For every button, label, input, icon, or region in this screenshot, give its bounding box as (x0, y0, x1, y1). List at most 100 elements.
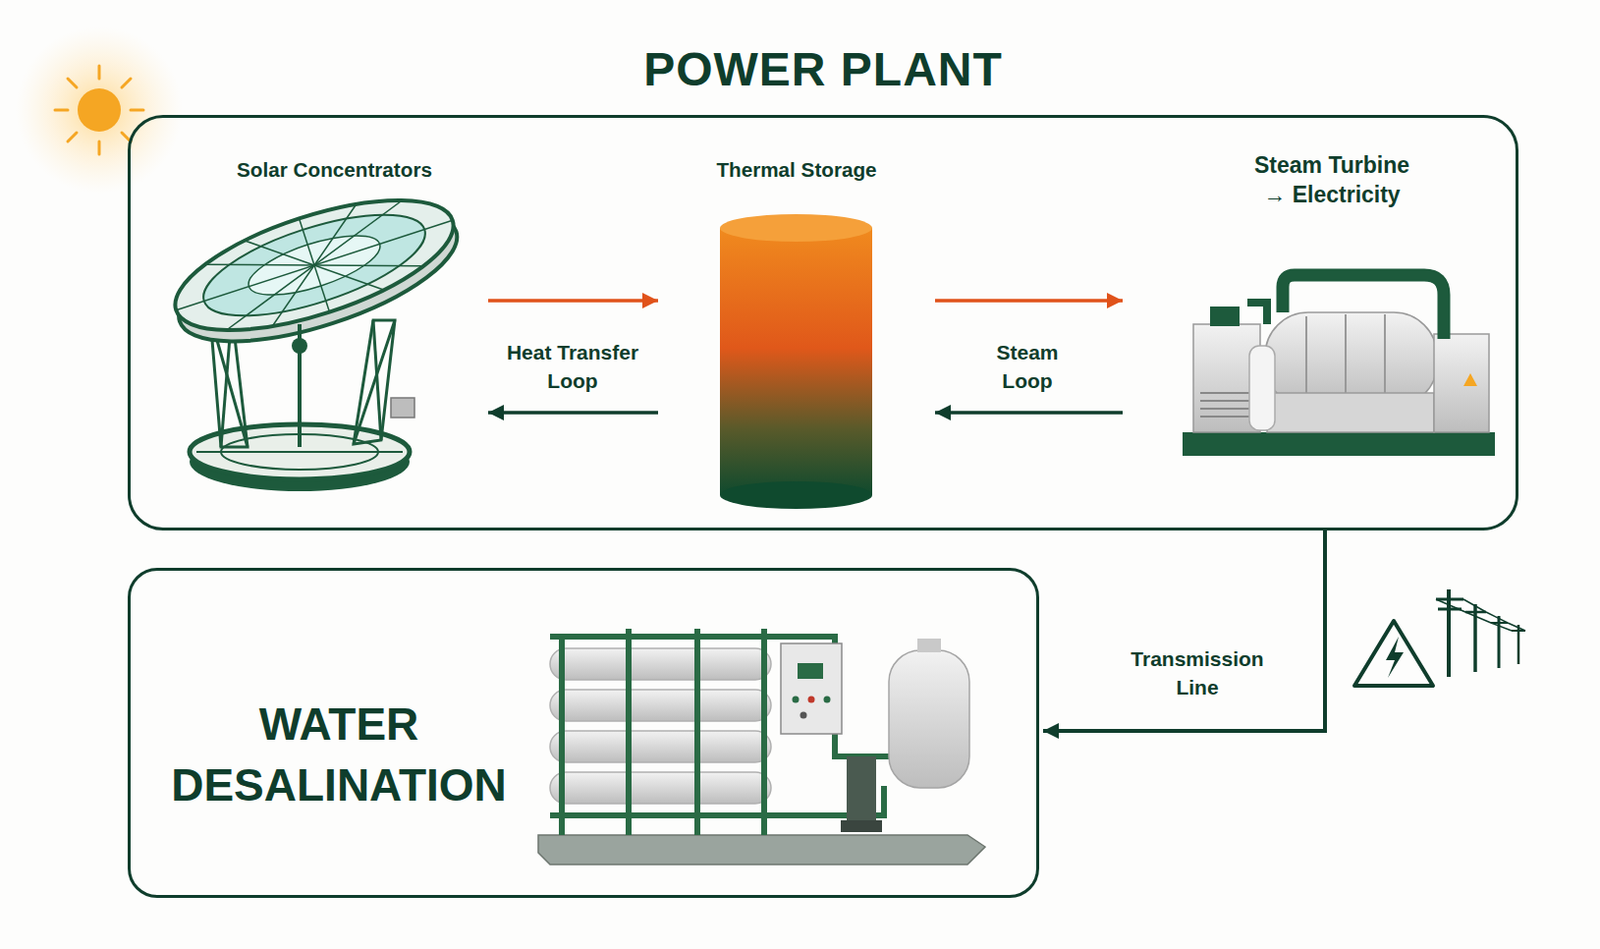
connector-line (488, 410, 659, 415)
art-shape (205, 200, 423, 330)
node-label: Solar Concentrators (186, 157, 483, 184)
arrow-head (1043, 722, 1059, 739)
art-shape (98, 141, 102, 155)
storage-tank (719, 214, 873, 509)
art-shape (192, 193, 437, 336)
art-shape (558, 633, 565, 835)
art-shape (1182, 432, 1495, 456)
art-shape (1344, 314, 1347, 405)
art-shape (161, 173, 468, 358)
art-shape (121, 78, 131, 88)
art-shape (1383, 314, 1386, 405)
art-shape (1446, 589, 1451, 677)
art-shape (244, 204, 386, 328)
art-shape (917, 638, 941, 653)
edge-label: Steam Loop (976, 337, 1080, 396)
art-shape (1306, 314, 1385, 405)
art-shape (1200, 392, 1254, 417)
art-shape (77, 88, 121, 132)
connector-line (488, 298, 659, 303)
art-shape (761, 628, 768, 835)
edge-label: Heat Transfer Loop (487, 337, 660, 396)
arrow-head (642, 292, 659, 309)
art-shape (550, 730, 772, 763)
solar-dish (161, 173, 472, 492)
art-shape (550, 648, 772, 680)
flow-arrow (488, 404, 659, 421)
art-shape (161, 173, 472, 369)
art-shape (780, 643, 842, 734)
connector-line (1043, 530, 1325, 731)
art-shape (719, 481, 873, 509)
arrow-head (935, 404, 951, 421)
art-shape (67, 78, 77, 88)
art-shape (550, 772, 772, 804)
art-shape (800, 712, 808, 719)
art-shape (1210, 306, 1240, 327)
storage-node: Thermal Storage (663, 157, 930, 521)
solar-node: Solar Concentrators (186, 157, 483, 521)
art-shape (373, 320, 382, 441)
art-shape (1473, 604, 1478, 672)
sun-icon (15, 26, 183, 194)
art-shape (550, 785, 884, 816)
art-shape (1200, 399, 1254, 402)
hazard-sign (1354, 620, 1434, 686)
art-shape (1200, 391, 1254, 394)
flow-arrow (488, 292, 659, 309)
art-shape (98, 65, 102, 79)
art-shape (291, 337, 308, 354)
desalination-box: WATER DESALINATION (127, 567, 1040, 898)
art-shape (1200, 415, 1254, 418)
turbine-node: Steam Turbine → Electricity (1128, 151, 1506, 525)
art-shape (244, 204, 386, 328)
art-shape (1463, 373, 1478, 387)
art-shape (550, 689, 772, 721)
art-shape (846, 756, 877, 826)
art-shape (15, 26, 183, 194)
art-shape (390, 397, 415, 418)
power-poles (1435, 589, 1526, 677)
art-shape (808, 696, 816, 704)
art-shape (840, 820, 883, 832)
art-shape (1249, 345, 1275, 431)
flow-arrow (1043, 530, 1325, 739)
node-label: POWER PLANT (130, 39, 1516, 101)
art-shape (161, 173, 468, 358)
art-shape (1434, 333, 1490, 433)
connector-line (935, 410, 1123, 415)
edge-label: Transmission Line (1116, 644, 1279, 703)
art-shape (1267, 392, 1435, 433)
art-shape (550, 648, 772, 804)
art-shape (1282, 275, 1444, 339)
art-shape (550, 628, 914, 835)
art-shape (797, 662, 824, 679)
arrow-head (488, 404, 504, 421)
art-shape (205, 200, 423, 330)
art-shape (719, 214, 873, 242)
art-shape (1200, 407, 1254, 410)
art-shape (694, 628, 701, 835)
art-shape (1354, 620, 1434, 686)
node-label: Thermal Storage (663, 157, 930, 184)
art-shape (67, 132, 77, 142)
art-shape (353, 320, 395, 444)
art-shape (1247, 302, 1268, 325)
art-shape (824, 696, 831, 704)
node-label: Steam Turbine → Electricity (1243, 151, 1421, 211)
desalination-unit (538, 628, 986, 865)
art-shape (1435, 599, 1512, 631)
art-shape (1385, 636, 1404, 678)
art-shape (538, 834, 986, 865)
connector-line (935, 298, 1123, 303)
flow-arrow (935, 404, 1123, 421)
plant-box: POWER PLANTSolar ConcentratorsThermal St… (127, 114, 1519, 531)
steam-turbine (1182, 275, 1495, 456)
art-shape (130, 109, 144, 112)
flow-arrow (935, 292, 1123, 309)
art-shape (888, 650, 970, 788)
art-shape (55, 109, 68, 112)
node-label: WATER DESALINATION (152, 693, 526, 816)
arrow-head (1106, 292, 1123, 309)
art-shape (1305, 316, 1308, 403)
